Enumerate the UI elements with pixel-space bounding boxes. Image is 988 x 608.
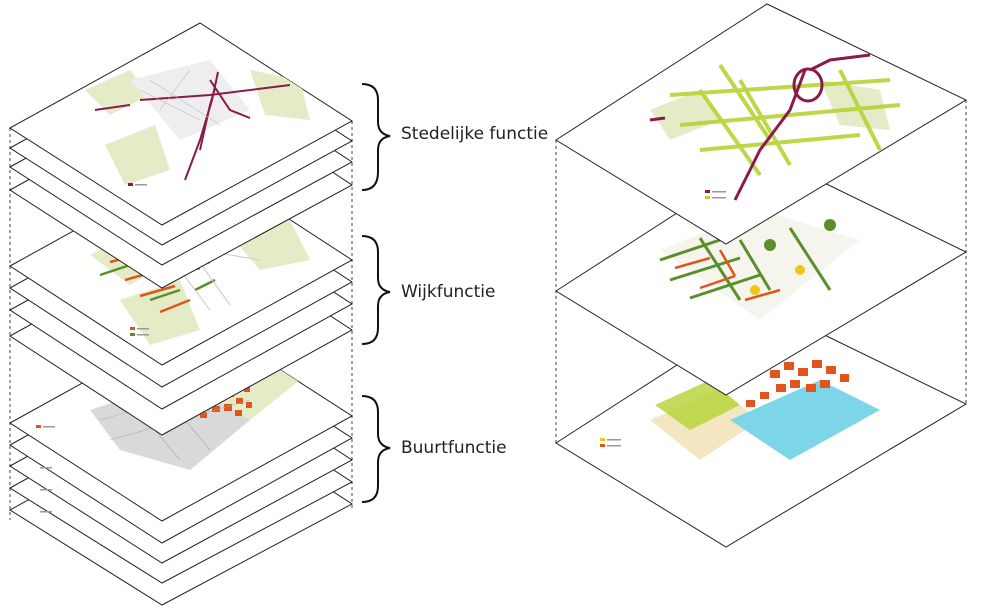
map-stedelijke-functie-right xyxy=(649,53,901,201)
label-buurtfunctie: Buurtfunctie xyxy=(401,438,507,458)
brace-buurtfunctie xyxy=(361,395,391,503)
label-stedelijke-functie: Stedelijke functie xyxy=(401,124,549,144)
left-stack xyxy=(9,22,353,606)
brace-stedelijke-functie xyxy=(361,83,391,191)
sheet-legends-left xyxy=(36,183,149,513)
map-buurtfunctie-right xyxy=(600,360,880,460)
label-wijkfunctie: Wijkfunctie xyxy=(401,282,496,302)
map-wijkfunctie-right xyxy=(659,210,860,320)
map-stedelijke-functie-left xyxy=(85,60,310,185)
right-stack xyxy=(555,3,968,548)
brace-markers xyxy=(361,83,391,503)
brace-wijkfunctie xyxy=(361,235,391,345)
